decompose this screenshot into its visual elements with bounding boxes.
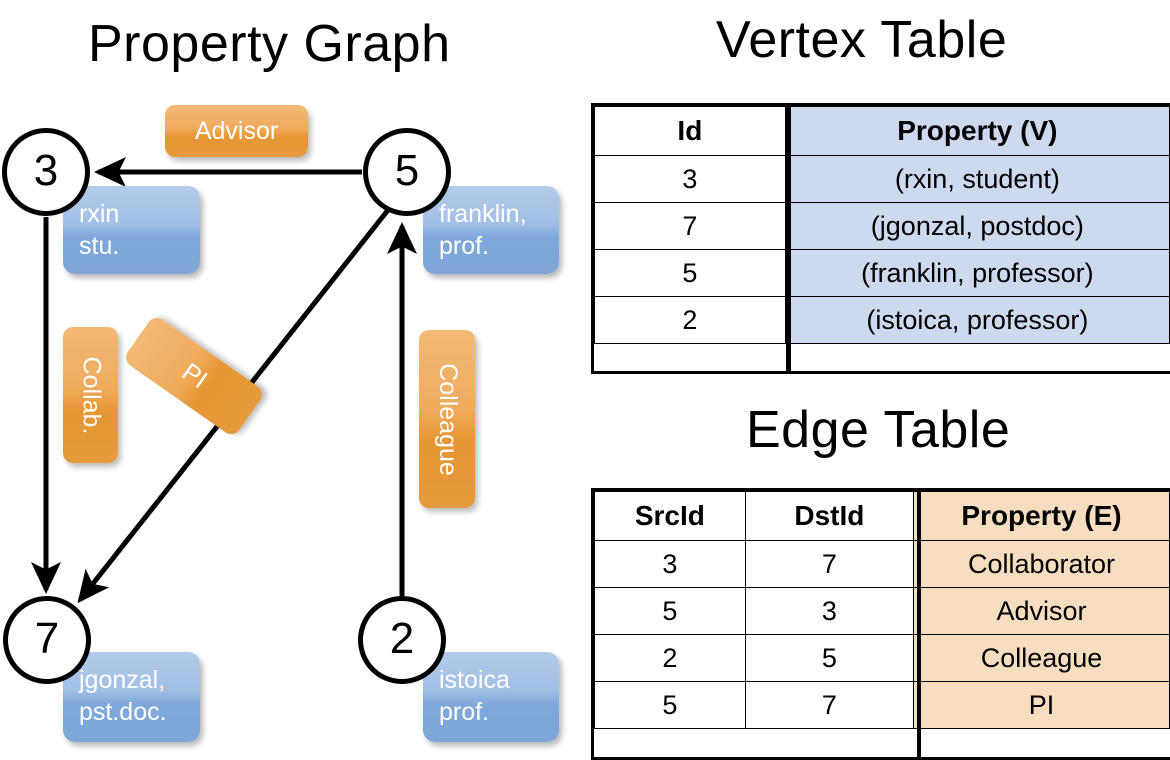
graph-node-2: 2 <box>358 596 446 684</box>
section-title-vertex-table: Vertex Table <box>716 11 1008 69</box>
edge-table-header-dstid: DstId <box>744 491 915 541</box>
edge-row-3-property: PI <box>913 681 1170 729</box>
table-header-row: SrcId DstId Property (E) <box>594 491 1170 541</box>
page-title-property-graph: Property Graph <box>88 15 451 73</box>
edge-table-header-property: Property (E) <box>913 491 1170 541</box>
property-graph-diagram: Advisor Collab. PI Colleague rxin stu. f… <box>2 105 559 742</box>
edge-label-pi-text: PI <box>176 357 212 394</box>
table-row: 2 (istoica, professor) <box>594 296 1170 344</box>
edge-row-1-property: Advisor <box>913 587 1170 635</box>
table-row: 5 7 PI <box>594 681 1170 729</box>
vertex-row-0-id: 3 <box>594 155 786 203</box>
vertex-table-header-property: Property (V) <box>784 106 1170 156</box>
edge-label-collab-text: Collab. <box>77 356 106 434</box>
vertex-row-1-property: (jgonzal, postdoc) <box>784 202 1170 250</box>
table-row: 7 (jgonzal, postdoc) <box>594 202 1170 250</box>
vertex-row-3-property: (istoica, professor) <box>784 296 1170 344</box>
vertex-row-2-property: (franklin, professor) <box>784 249 1170 297</box>
vertex-table-header-id: Id <box>594 106 786 156</box>
table-row: 5 3 Advisor <box>594 587 1170 635</box>
table-row: 2 5 Colleague <box>594 634 1170 682</box>
edge-row-0-dst: 7 <box>744 540 915 588</box>
edge-table: SrcId DstId Property (E) 3 7 Collaborato… <box>594 491 1170 729</box>
graph-node-7: 7 <box>3 596 91 684</box>
vertex-row-2-id: 5 <box>594 249 786 297</box>
graph-node-5: 5 <box>363 128 451 216</box>
section-title-edge-table: Edge Table <box>746 401 1011 459</box>
edge-label-advisor-text: Advisor <box>194 116 279 145</box>
edge-row-2-property: Colleague <box>913 634 1170 682</box>
graph-node-3: 3 <box>2 128 90 216</box>
vertex-property-box-3: rxin stu. <box>63 186 200 274</box>
edge-table-header-srcid: SrcId <box>594 491 746 541</box>
vertex-row-1-id: 7 <box>594 202 786 250</box>
table-row: 3 7 Collaborator <box>594 540 1170 588</box>
table-header-row: Id Property (V) <box>594 106 1170 156</box>
vertex-table: Id Property (V) 3 (rxin, student) 7 (jgo… <box>594 106 1170 344</box>
vertex-property-box-5: franklin, prof. <box>423 186 559 274</box>
edge-row-1-dst: 3 <box>744 587 915 635</box>
edge-row-2-src: 2 <box>594 634 746 682</box>
vertex-property-box-7: jgonzal, pst.doc. <box>63 652 200 742</box>
edge-label-colleague: Colleague <box>419 330 475 508</box>
vertex-row-3-id: 2 <box>594 296 786 344</box>
edge-row-3-src: 5 <box>594 681 746 729</box>
edge-row-0-src: 3 <box>594 540 746 588</box>
edge-row-0-property: Collaborator <box>913 540 1170 588</box>
table-row: 3 (rxin, student) <box>594 155 1170 203</box>
vertex-row-0-property: (rxin, student) <box>784 155 1170 203</box>
graph-node-2-label: 2 <box>389 614 415 663</box>
table-row: 5 (franklin, professor) <box>594 249 1170 297</box>
edge-row-3-dst: 7 <box>744 681 915 729</box>
vertex-property-box-2: istoica prof. <box>423 652 559 742</box>
edge-label-colleague-text: Colleague <box>433 362 462 476</box>
edge-row-1-src: 5 <box>594 587 746 635</box>
graph-node-3-label: 3 <box>33 146 59 195</box>
graph-node-5-label: 5 <box>394 146 420 195</box>
graph-node-7-label: 7 <box>34 614 60 663</box>
edge-label-advisor: Advisor <box>165 105 308 157</box>
edge-row-2-dst: 5 <box>744 634 915 682</box>
edge-label-collab: Collab. <box>63 327 118 463</box>
